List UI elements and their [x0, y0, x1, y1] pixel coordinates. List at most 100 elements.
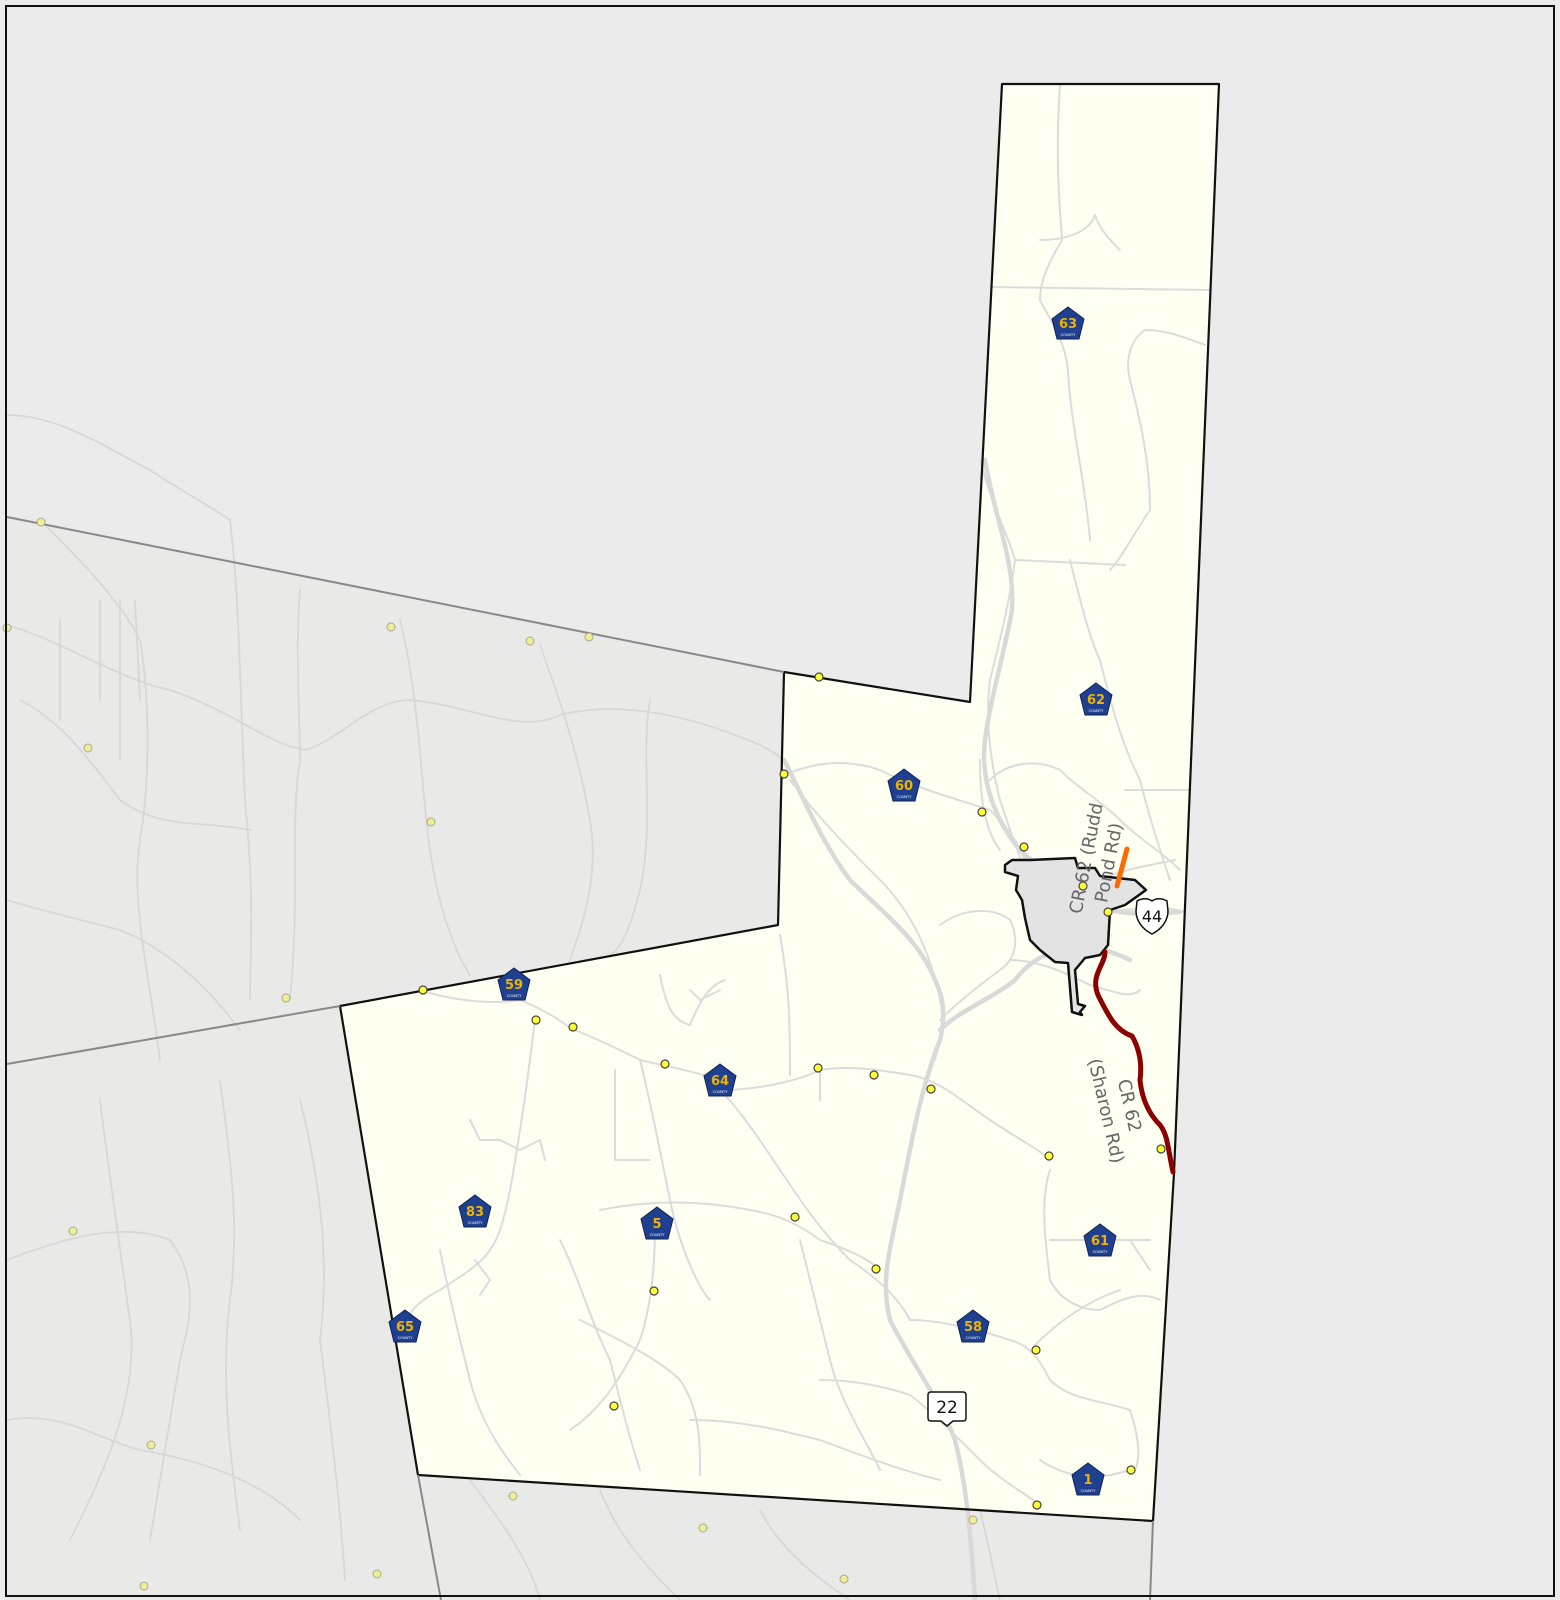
- county-shield-subtext: COUNTY: [1061, 333, 1077, 337]
- intersection-dots-outside: [2, 517, 978, 1591]
- intersection-dots: [2, 517, 1166, 1591]
- county-route-shield-59[interactable]: 59 COUNTY: [497, 967, 531, 1001]
- county-shield-number: 61: [1091, 1234, 1109, 1249]
- intersection-dot: [1032, 1500, 1042, 1510]
- intersection-dot: [790, 1212, 800, 1222]
- intersection-dot: [525, 636, 535, 646]
- county-shield-subtext: COUNTY: [897, 795, 913, 799]
- county-route-shield-65[interactable]: 65 COUNTY: [388, 1309, 422, 1343]
- us-shield-number: 44: [1142, 907, 1162, 926]
- county-shield-number: 65: [396, 1320, 414, 1335]
- intersection-dot: [146, 1440, 156, 1450]
- intersection-dot: [609, 1401, 619, 1411]
- county-route-shield-63[interactable]: 63 COUNTY: [1051, 306, 1085, 340]
- intersection-dot: [779, 769, 789, 779]
- intersection-dot: [814, 672, 824, 682]
- intersection-dot: [1019, 842, 1029, 852]
- intersection-dot: [426, 817, 436, 827]
- county-shield-shape: [887, 768, 921, 802]
- neighbor-town-west: [7, 1006, 441, 1600]
- county-route-shield-64[interactable]: 64 COUNTY: [703, 1063, 737, 1097]
- county-shield-shape: [1071, 1462, 1105, 1496]
- county-shield-subtext: COUNTY: [966, 1336, 982, 1340]
- intersection-dot: [36, 517, 46, 527]
- county-shield-shape: [1083, 1223, 1117, 1257]
- cr62-sharon-rd-segment: [1093, 949, 1176, 1175]
- neighbor-town-northwest: [7, 517, 784, 1064]
- intersection-dot: [139, 1581, 149, 1591]
- county-route-shield-83[interactable]: 83 COUNTY: [458, 1194, 492, 1228]
- county-shield-number: 1: [1083, 1473, 1092, 1488]
- county-shield-number: 83: [466, 1205, 484, 1220]
- intersection-dot: [977, 807, 987, 817]
- county-shield-subtext: COUNTY: [398, 1336, 414, 1340]
- outside-roads: [6, 414, 1001, 1600]
- county-shield-number: 5: [652, 1217, 661, 1232]
- county-shield-subtext: COUNTY: [650, 1233, 666, 1237]
- county-shield-shape: [640, 1206, 674, 1240]
- intersection-dot: [531, 1015, 541, 1025]
- county-shield-shape: [388, 1309, 422, 1343]
- intersection-dot: [508, 1491, 518, 1501]
- county-shield-number: 60: [895, 779, 913, 794]
- county-route-shield-5[interactable]: 5 COUNTY: [640, 1206, 674, 1240]
- county-lines: [6, 516, 1154, 1600]
- county-shield-shape: [703, 1063, 737, 1097]
- neighbor-towns: [7, 517, 1153, 1600]
- state-route-shield-22[interactable]: 22: [927, 1391, 967, 1427]
- intersection-dot: [418, 985, 428, 995]
- intersection-dot: [386, 622, 396, 632]
- map-border: [5, 5, 1555, 1597]
- intersection-dot: [584, 632, 594, 642]
- cr62-rudd-pond-rd-segment: [1114, 846, 1130, 889]
- intersection-dot: [698, 1523, 708, 1533]
- intersection-dot: [660, 1059, 670, 1069]
- intersection-dot: [281, 993, 291, 1003]
- intersection-dot: [568, 1022, 578, 1032]
- state-shield-shape: [927, 1391, 967, 1427]
- intersection-dot: [649, 1286, 659, 1296]
- intersection-dot: [869, 1070, 879, 1080]
- intersection-dot: [372, 1569, 382, 1579]
- intersection-dots-town: [418, 672, 1166, 1510]
- county-shield-shape: [458, 1194, 492, 1228]
- county-shield-number: 64: [711, 1074, 729, 1089]
- county-shield-subtext: COUNTY: [1093, 1250, 1109, 1254]
- neighbor-town-south: [418, 1475, 1153, 1600]
- county-route-shield-62[interactable]: 62 COUNTY: [1079, 682, 1113, 716]
- county-shields: 63 COUNTY 62 COUNTY 60 COUNTY 59 COUNTY …: [388, 306, 1117, 1496]
- intersection-dot: [1103, 907, 1113, 917]
- county-shield-subtext: COUNTY: [713, 1090, 729, 1094]
- county-route-shield-61[interactable]: 61 COUNTY: [1083, 1223, 1117, 1257]
- county-route-shield-1[interactable]: 1 COUNTY: [1071, 1462, 1105, 1496]
- county-shield-subtext: COUNTY: [1089, 709, 1105, 713]
- town-area: [340, 84, 1219, 1521]
- state-shield-number: 22: [936, 1398, 958, 1418]
- county-shield-subtext: COUNTY: [507, 994, 523, 998]
- county-shield-shape: [497, 967, 531, 1001]
- intersection-dot: [1078, 881, 1088, 891]
- intersection-dot: [871, 1264, 881, 1274]
- county-route-shield-58[interactable]: 58 COUNTY: [956, 1309, 990, 1343]
- us-shield-shape: [1135, 898, 1169, 935]
- us-route-shield-44[interactable]: 44: [1135, 898, 1169, 935]
- intersection-dot: [968, 1515, 978, 1525]
- county-shield-number: 62: [1087, 693, 1105, 708]
- county-route-shield-60[interactable]: 60 COUNTY: [887, 768, 921, 802]
- county-shield-shape: [956, 1309, 990, 1343]
- county-shield-shape: [1079, 682, 1113, 716]
- county-shield-number: 58: [964, 1320, 982, 1335]
- intersection-dot: [83, 743, 93, 753]
- intersection-dot: [68, 1226, 78, 1236]
- intersection-dot: [926, 1084, 936, 1094]
- intersection-dot: [1044, 1151, 1054, 1161]
- intersection-dot: [813, 1063, 823, 1073]
- intersection-dot: [839, 1574, 849, 1584]
- village-boundary: [1003, 856, 1148, 1017]
- intersection-dot: [1031, 1345, 1041, 1355]
- intersection-dot: [1126, 1465, 1136, 1475]
- town-border: [338, 82, 1221, 1523]
- county-shield-number: 59: [505, 978, 523, 993]
